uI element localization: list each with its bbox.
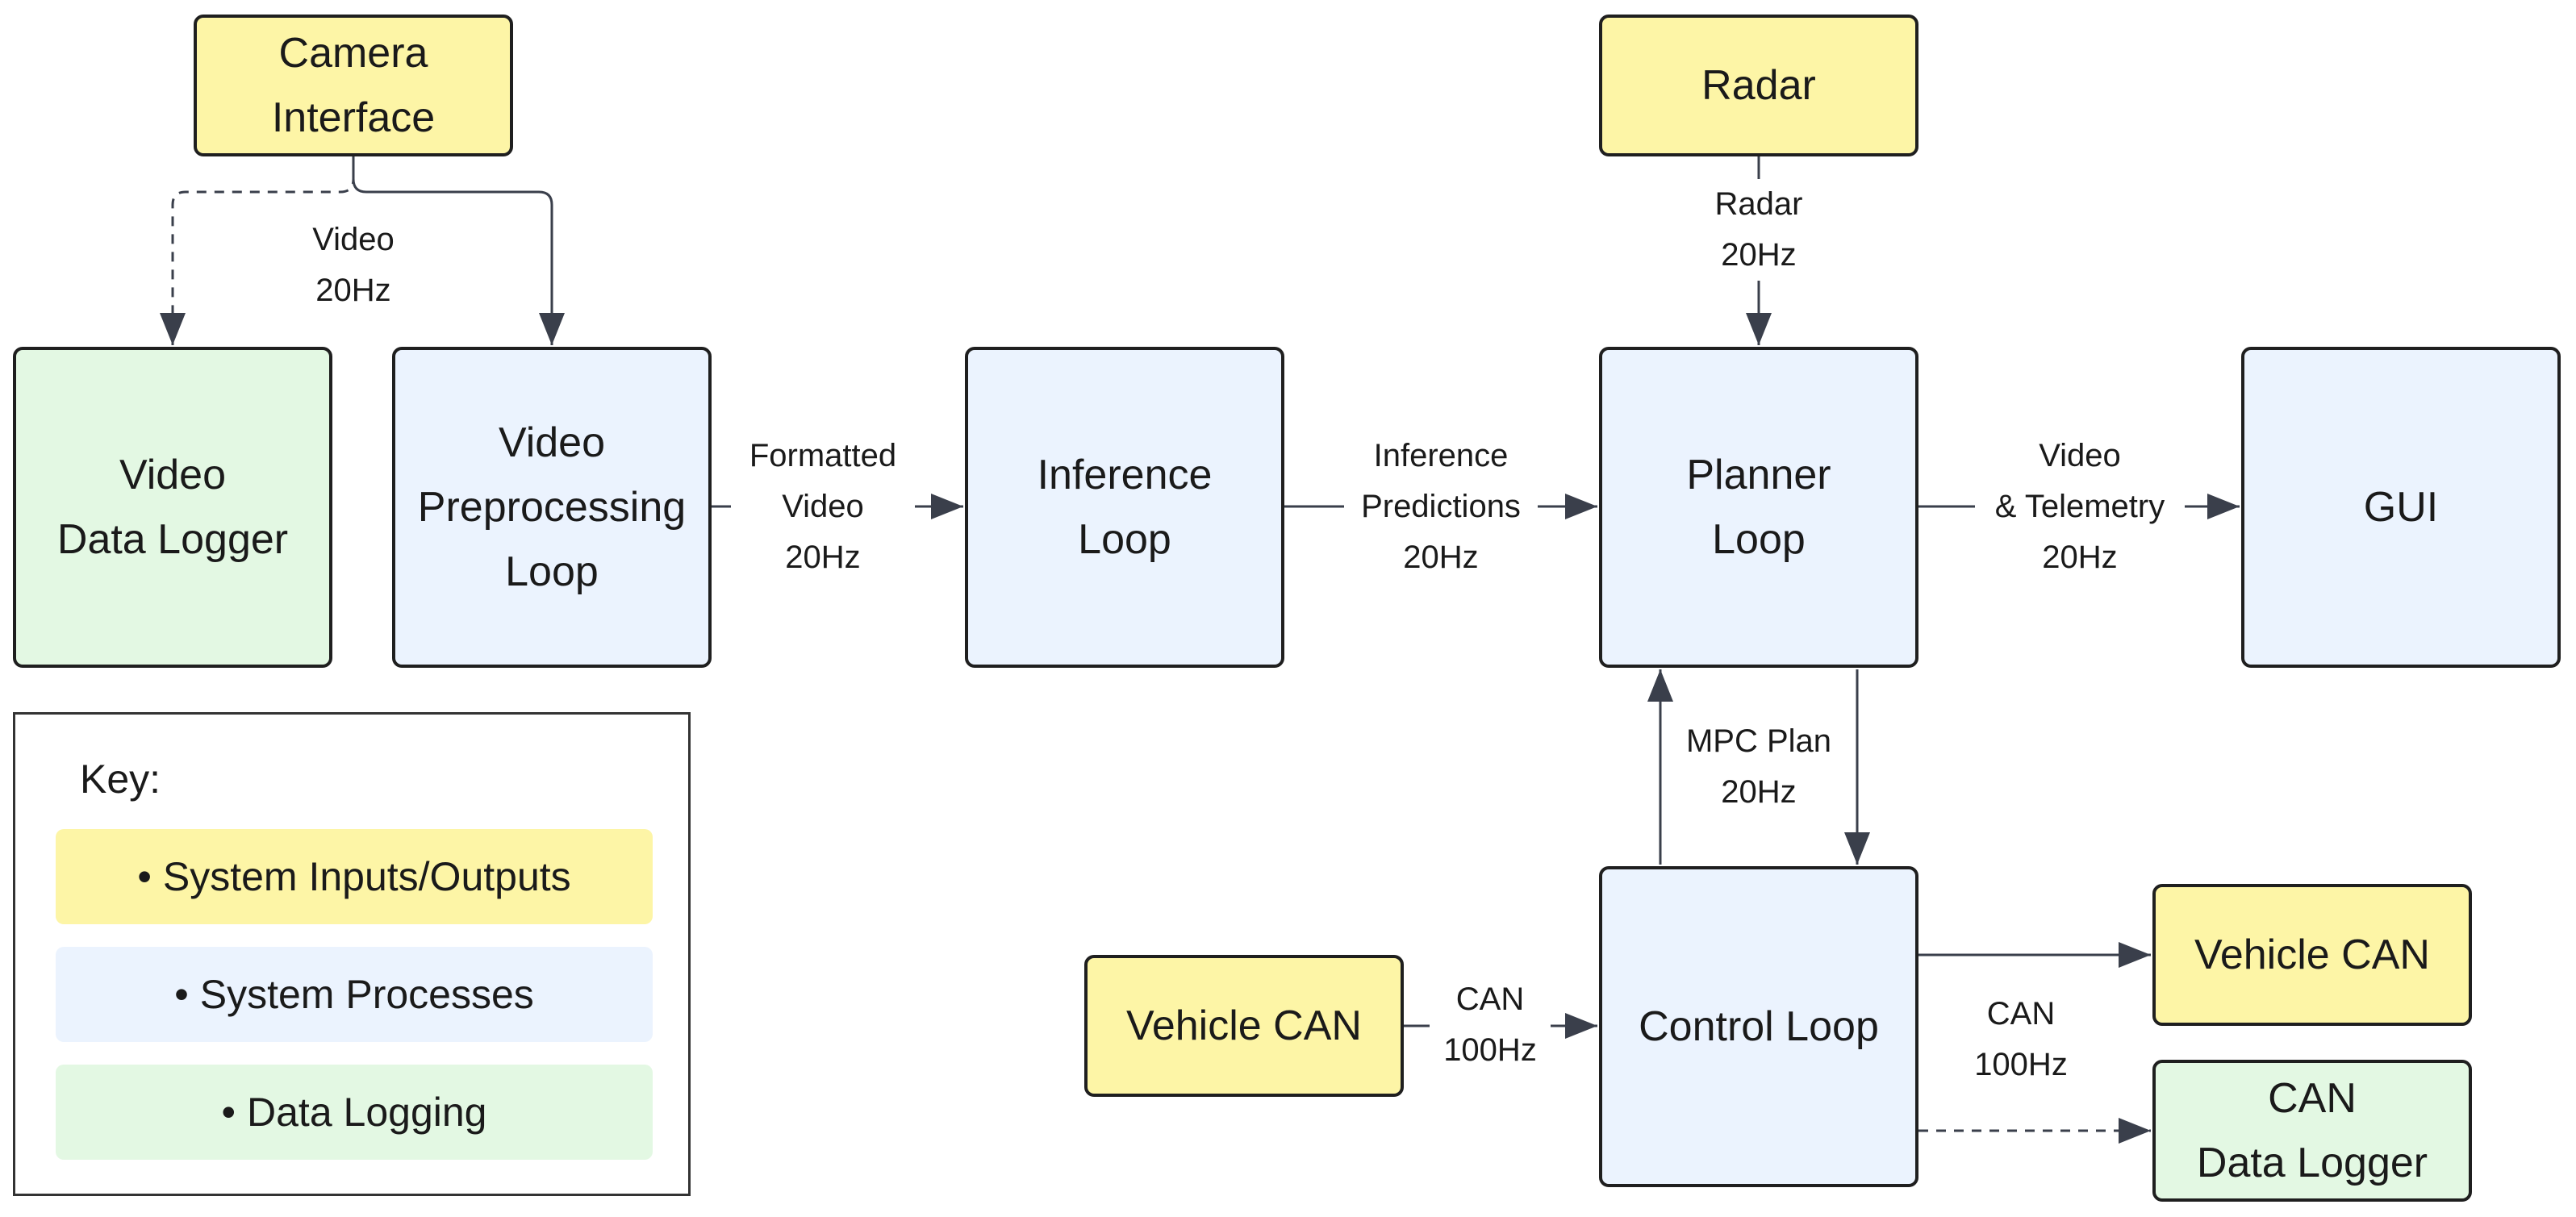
- vehicle-can-input-node[interactable]: Vehicle CAN: [1084, 955, 1404, 1097]
- control-loop-node[interactable]: Control Loop: [1599, 866, 1918, 1187]
- legend-item-processes: • System Processes: [56, 947, 653, 1042]
- edge-label-inference-predictions: Inference Predictions 20Hz: [1344, 431, 1538, 583]
- edge-label-mpc-plan: MPC Plan 20Hz: [1670, 716, 1847, 818]
- legend-title: Key:: [80, 756, 161, 802]
- edge-label-formatted-video: Formatted Video 20Hz: [731, 431, 915, 583]
- camera-interface-node[interactable]: Camera Interface: [194, 15, 513, 156]
- legend-bullet: •: [174, 972, 189, 1017]
- edge-camera-to-preprocessing: [352, 156, 565, 345]
- legend-item-logging: • Data Logging: [56, 1065, 653, 1160]
- video-preprocessing-loop-node[interactable]: Video Preprocessing Loop: [392, 347, 712, 668]
- video-data-logger-node[interactable]: Video Data Logger: [13, 347, 332, 668]
- planner-loop-node[interactable]: Planner Loop: [1599, 347, 1918, 668]
- legend-bullet: •: [221, 1090, 236, 1135]
- legend-item-label: Data Logging: [247, 1090, 487, 1135]
- edge-camera-to-video-logger: [160, 156, 355, 345]
- edge-label-video: Video 20Hz: [290, 215, 416, 316]
- radar-node[interactable]: Radar: [1599, 15, 1918, 156]
- legend-bullet: •: [137, 854, 152, 899]
- can-data-logger-node[interactable]: CAN Data Logger: [2152, 1060, 2472, 1202]
- legend: Key: • System Inputs/Outputs • System Pr…: [13, 712, 691, 1196]
- edge-label-video-telemetry: Video & Telemetry 20Hz: [1975, 431, 2185, 583]
- legend-item-label: System Processes: [199, 972, 534, 1017]
- vehicle-can-output-node[interactable]: Vehicle CAN: [2152, 884, 2472, 1026]
- edge-label-radar: Radar 20Hz: [1694, 179, 1823, 281]
- legend-item-label: System Inputs/Outputs: [162, 854, 571, 899]
- legend-item-io: • System Inputs/Outputs: [56, 829, 653, 924]
- inference-loop-node[interactable]: Inference Loop: [965, 347, 1284, 668]
- edge-label-can-in: CAN 100Hz: [1430, 974, 1551, 1076]
- edge-label-can-out: CAN 100Hz: [1960, 989, 2081, 1090]
- gui-node[interactable]: GUI: [2241, 347, 2561, 668]
